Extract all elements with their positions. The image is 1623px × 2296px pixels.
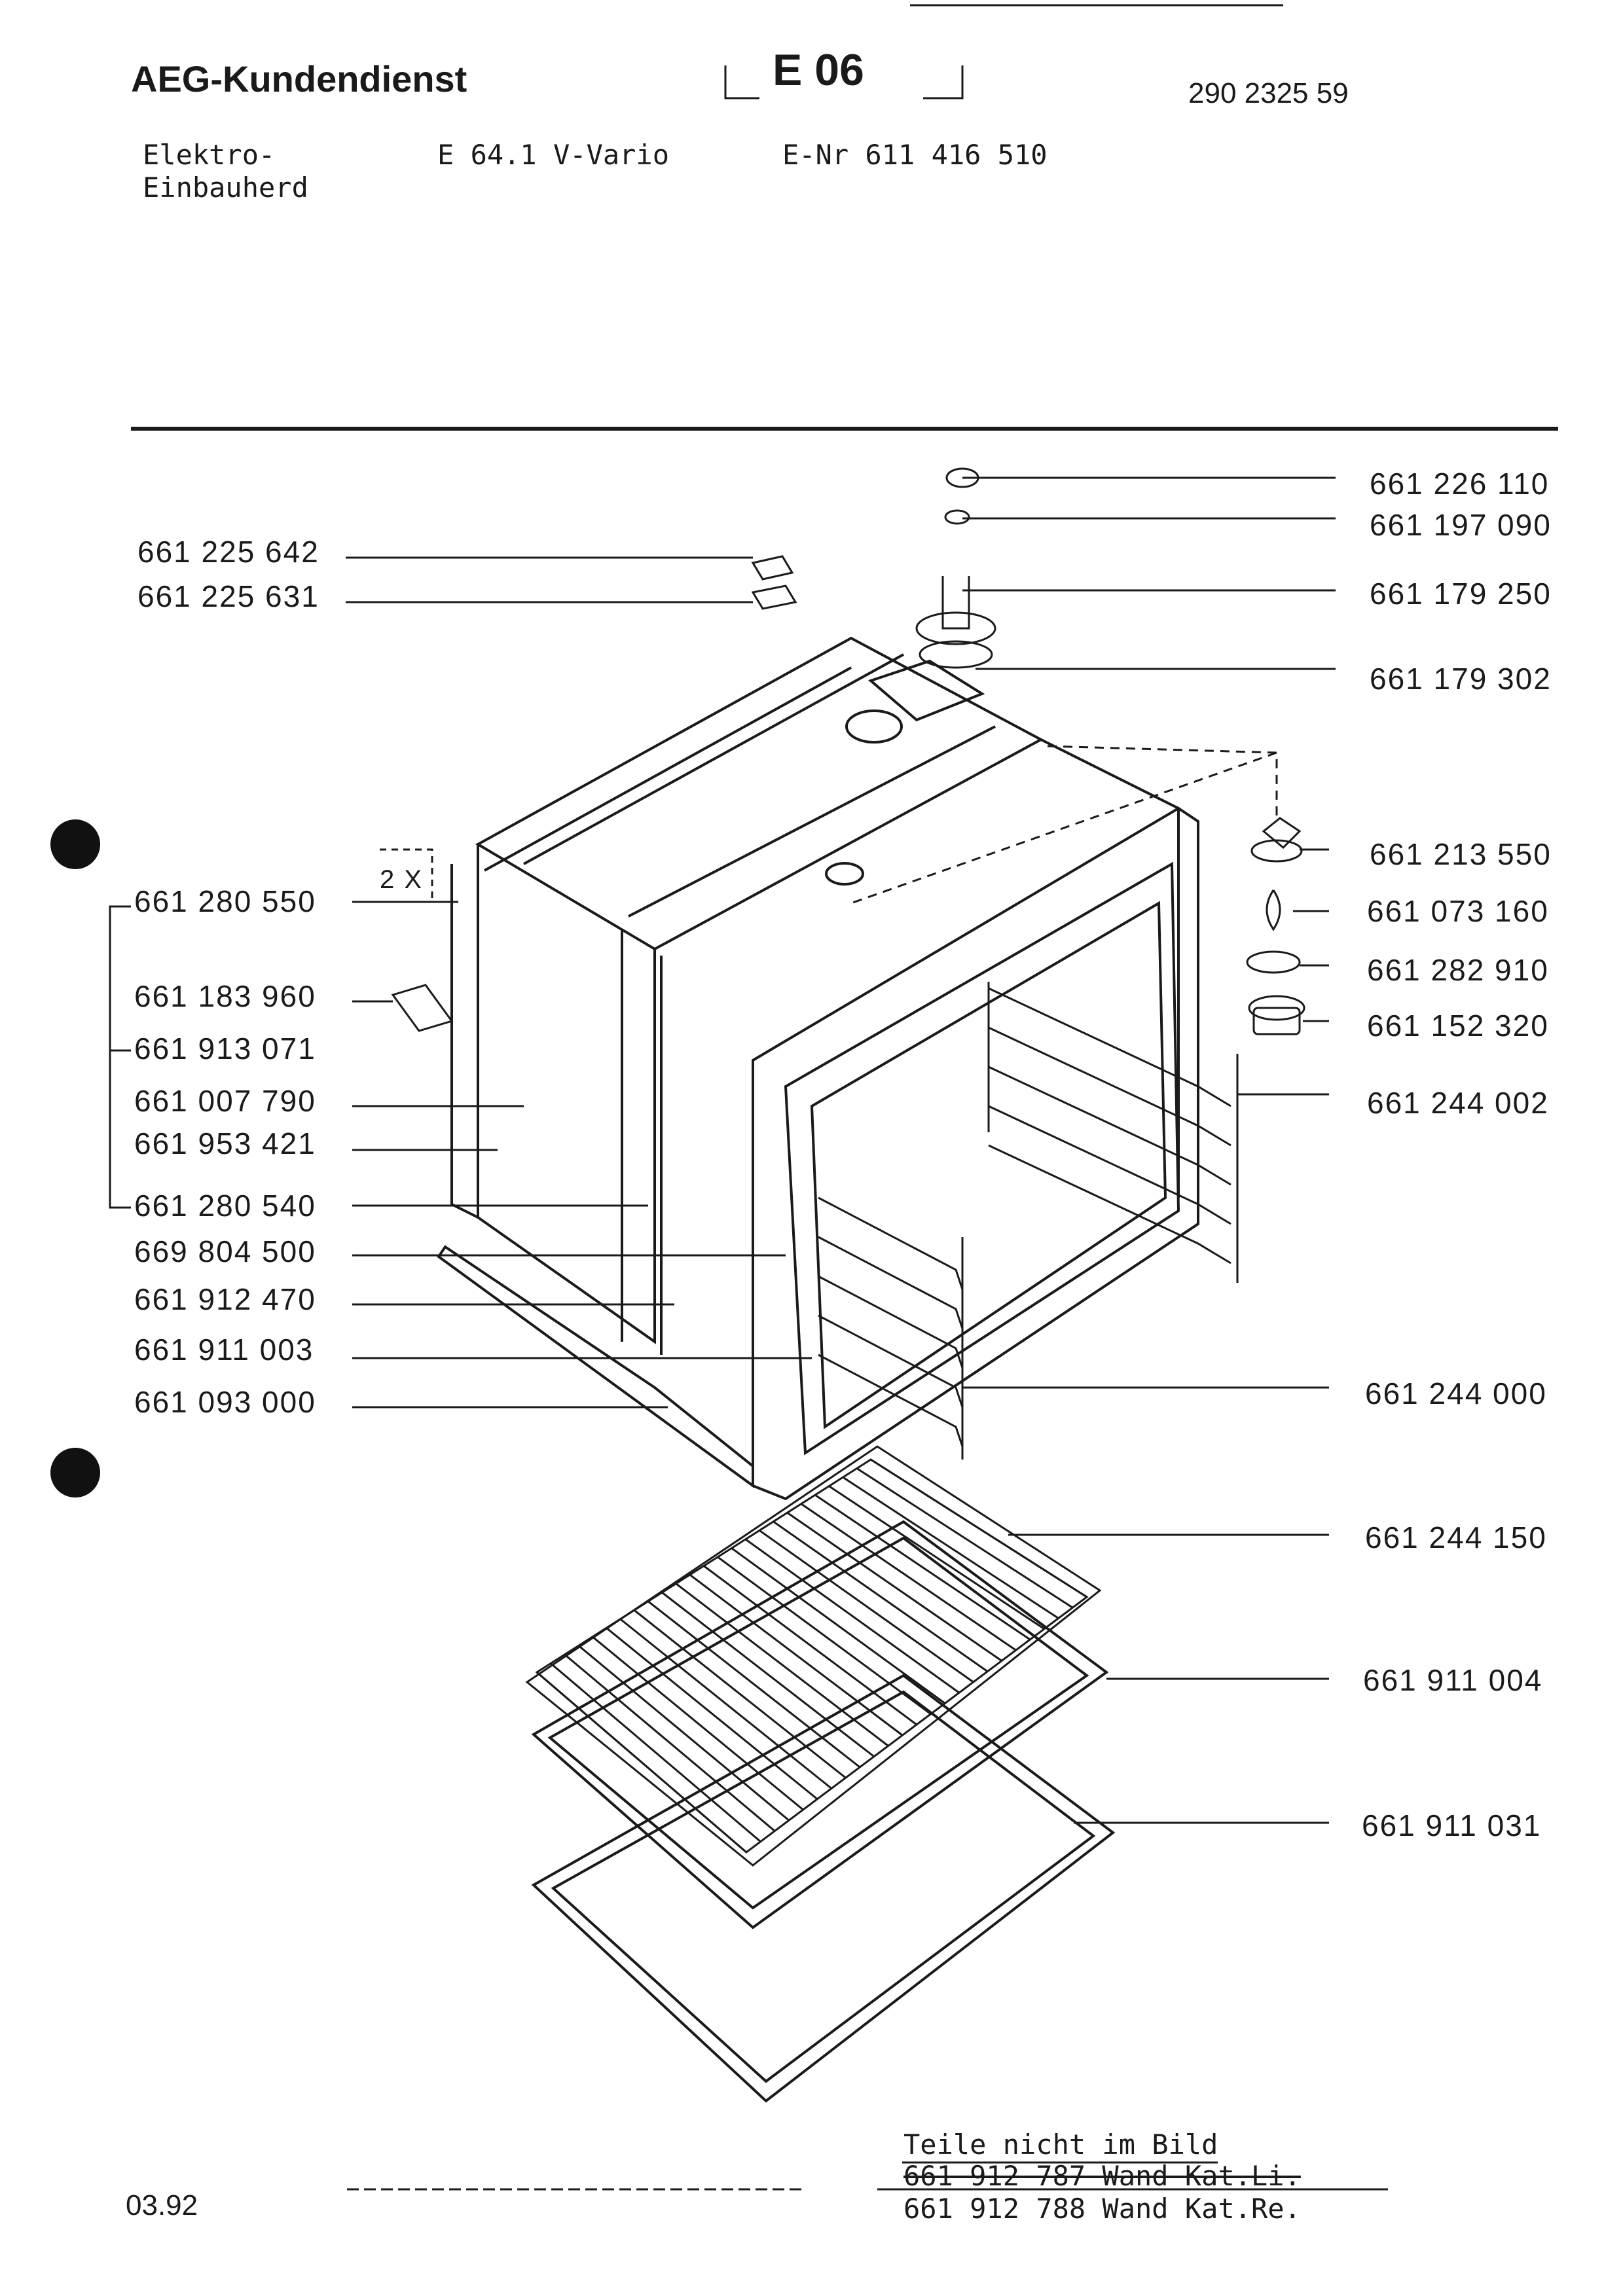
part-number-left: 661 911 003 xyxy=(134,1333,314,1367)
part-number-left: 661 953 421 xyxy=(134,1126,316,1160)
part-number-right: 661 152 320 xyxy=(1367,1009,1549,1043)
part-number-left: 661 007 790 xyxy=(134,1084,316,1118)
leader-lines-right xyxy=(962,476,1336,1824)
product-name-line2: Einbauherd xyxy=(143,171,308,204)
part-number-left: 661 912 470 xyxy=(134,1282,316,1316)
shelf-bar xyxy=(703,1565,917,1726)
code-bracket-left xyxy=(724,65,759,99)
part-number-right: 661 073 160 xyxy=(1367,894,1549,928)
brand-title: AEG-Kundendienst xyxy=(131,58,467,99)
rack-right xyxy=(987,982,1239,1283)
shelf-bar xyxy=(564,1653,776,1832)
part-number-right: 661 179 250 xyxy=(1370,577,1552,611)
revision-date: 03.92 xyxy=(126,2189,198,2221)
shelf-bar xyxy=(536,1671,747,1854)
rack-left xyxy=(818,1196,964,1460)
shelf-bar xyxy=(661,1591,875,1757)
leader-lines-left xyxy=(346,556,812,1408)
clip-upper xyxy=(751,555,794,581)
oven-muffle xyxy=(437,636,1199,1501)
part-number-right: 661 282 910 xyxy=(1367,953,1549,987)
part-number-right: 661 911 031 xyxy=(1362,1808,1542,1842)
not-shown-item: 661 912 787 Wand Kat.Li. xyxy=(903,2160,1301,2192)
not-shown-item: 661 912 788 Wand Kat.Re. xyxy=(903,2193,1301,2225)
shelf-bar xyxy=(870,1458,1087,1598)
not-shown-title: Teile nicht im Bild xyxy=(903,2128,1218,2161)
part-number-right: 661 911 004 xyxy=(1363,1663,1543,1697)
code-bracket-right xyxy=(923,65,964,99)
shelf-bar xyxy=(744,1538,960,1694)
clip-lower xyxy=(751,584,797,610)
quantity-label: 2 X xyxy=(380,865,424,894)
qty-box xyxy=(380,848,433,903)
shelf-bar xyxy=(619,1618,832,1789)
part-number-left: 661 225 631 xyxy=(137,579,319,613)
model-name: E 64.1 V-Vario xyxy=(437,139,670,171)
shelf-bar xyxy=(717,1556,932,1715)
shelf-bar xyxy=(773,1520,989,1672)
document-number: 290 2325 59 xyxy=(1188,77,1349,109)
shelf-bar xyxy=(828,1485,1045,1630)
product-name-line1: Elektro- xyxy=(143,139,276,171)
shelf-bar xyxy=(800,1503,1017,1651)
part-number-left: 669 804 500 xyxy=(134,1234,316,1268)
shelf-bar xyxy=(633,1609,847,1779)
thermostat-sensor-parts xyxy=(915,467,996,669)
shelf-bar xyxy=(606,1627,818,1800)
shelf-bar xyxy=(689,1573,903,1736)
section-code: E 06 xyxy=(773,45,864,95)
shelf-bar xyxy=(814,1494,1031,1641)
punch-hole-top xyxy=(50,819,100,869)
baking-tray xyxy=(531,1520,1109,1929)
part-number-right: 661 213 550 xyxy=(1370,837,1552,871)
punch-hole-bottom xyxy=(50,1448,100,1498)
shelf-bar xyxy=(592,1636,804,1811)
shelf-bar xyxy=(731,1547,946,1704)
part-number-left: 661 093 000 xyxy=(134,1385,316,1419)
part-number-left: 661 280 550 xyxy=(134,884,316,918)
part-number-left: 661 225 642 xyxy=(137,535,319,569)
shelf-bar xyxy=(759,1530,974,1683)
part-number-right: 661 226 110 xyxy=(1370,467,1550,501)
shelf-bar xyxy=(577,1645,790,1821)
shelf-bar xyxy=(856,1467,1074,1609)
part-number-left: 661 280 540 xyxy=(134,1189,316,1223)
e-number: E-Nr 611 416 510 xyxy=(782,139,1048,171)
shelf-bar xyxy=(786,1512,1002,1662)
part-number-right: 661 244 000 xyxy=(1365,1376,1547,1410)
shelf-bar xyxy=(550,1662,761,1842)
part-number-right: 661 244 150 xyxy=(1365,1520,1547,1554)
shelf-bar xyxy=(647,1600,861,1768)
part-number-right: 661 179 302 xyxy=(1370,662,1552,696)
part-number-left: 661 913 071 xyxy=(134,1031,316,1066)
grid-shelf xyxy=(525,1445,1102,1867)
bracket-part xyxy=(391,984,454,1032)
part-number-right: 661 197 090 xyxy=(1370,508,1552,542)
group-bracket xyxy=(109,905,131,1209)
part-number-right: 661 244 002 xyxy=(1367,1086,1549,1120)
part-number-left: 661 183 960 xyxy=(134,979,316,1013)
shelf-bar xyxy=(842,1476,1059,1619)
oven-lamp-assembly xyxy=(1246,817,1305,1035)
bottom-tray xyxy=(531,1674,1116,2103)
